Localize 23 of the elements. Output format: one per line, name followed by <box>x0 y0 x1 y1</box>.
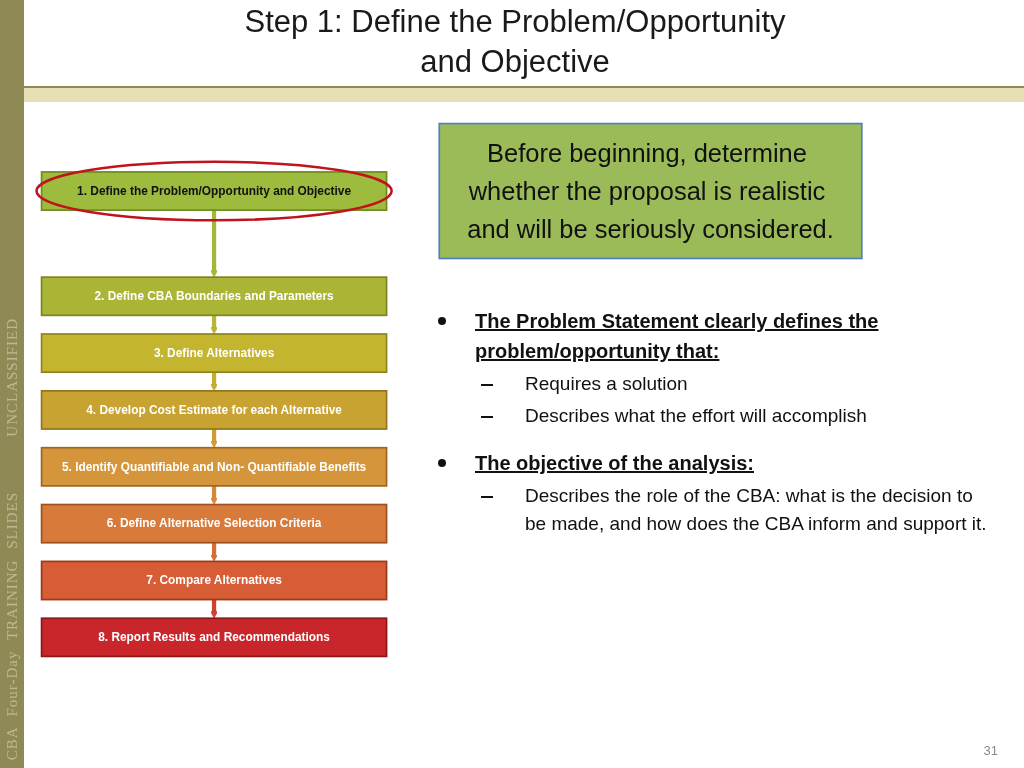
node-box: 3. Define Alternatives <box>40 333 388 374</box>
side-label: CBA Four-Day TRAINING SLIDES <box>4 491 20 760</box>
bullet-heading: The Problem Statement clearly defines the problem/opportunity that: <box>475 309 880 364</box>
bullet-item: Describes what the effort will accomplish <box>525 404 868 428</box>
arrow <box>210 599 218 619</box>
slide-title: Step 1: Define the Problem/Opportunity and Objective <box>243 3 787 81</box>
node-box: 5. Identify Quantifiable and Non- Quantifiable Benefits <box>40 446 388 487</box>
bullet-item: Describes the role of the CBA: what is the decision to be made, and how does the CBA inform and support it. <box>525 484 988 536</box>
arrow <box>210 485 218 505</box>
page-number: 31 <box>983 743 998 758</box>
bullet-item: Requires a solution <box>525 372 689 396</box>
arrow <box>210 542 218 562</box>
arrow <box>210 429 218 449</box>
arrow <box>210 210 218 278</box>
node-box: 4. Develop Cost Estimate for each Alternative <box>40 390 388 430</box>
node-box: 7. Compare Alternatives <box>40 560 388 601</box>
node-box: 8. Report Results and Recommendations <box>40 617 388 658</box>
bullet-heading: The objective of the analysis: <box>475 451 755 476</box>
node-box: Before beginning, determine whether the proposal is realistic and will be seriously considered. <box>438 122 863 260</box>
side-label: UNCLASSIFIED <box>4 318 20 437</box>
node-box: 6. Define Alternative Selection Criteria <box>40 503 388 544</box>
node-box: 1. Define the Problem/Opportunity and Objective <box>40 171 388 211</box>
node-box: 2. Define CBA Boundaries and Parameters <box>40 276 388 317</box>
